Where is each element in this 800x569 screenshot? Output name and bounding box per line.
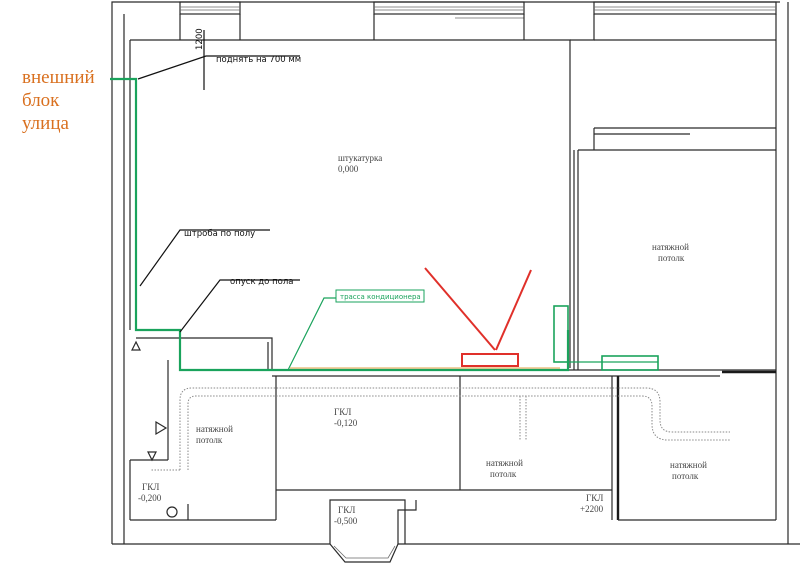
ac-route-label-box (335, 289, 425, 303)
right-top-ceiling-line2: потолк (658, 253, 685, 263)
triangle-marker-2 (155, 420, 168, 436)
window-right (593, 1, 777, 15)
leader-lines (137, 30, 420, 371)
center-ceiling-line1: натяжной (486, 458, 523, 468)
left-ceiling-line2: потолк (196, 435, 223, 445)
window-left (179, 1, 241, 15)
right-bottom-ceiling-line2: потолк (672, 471, 699, 481)
gkl-right-label: ГКЛ (586, 493, 603, 503)
outdoor-unit-label-line1: внешний (22, 67, 95, 88)
ac-route-label: трасса кондиционера (340, 293, 421, 301)
left-ceiling-line1: натяжной (196, 424, 233, 434)
ventilation-duct (150, 387, 730, 471)
raise-label: поднять на 700 мм (216, 55, 301, 65)
triangle-marker-3 (147, 451, 157, 462)
gkl-mid-label: ГКЛ (334, 407, 351, 417)
right-bottom-ceiling-line1: натяжной (670, 460, 707, 470)
gkl-left-label: ГКЛ (142, 482, 159, 492)
indoor-unit-box-2 (601, 355, 659, 371)
center-ceiling-line2: потолк (490, 469, 517, 479)
outdoor-unit-label-line2: блок (22, 90, 60, 111)
outdoor-unit-label-line3: улица (22, 113, 69, 134)
floor-channel-label: штроба по полу (184, 229, 255, 239)
main-room-level: 0,000 (338, 164, 359, 174)
down-to-floor-label: опуск до пола (230, 277, 293, 287)
gkl-right-level: +2200 (580, 504, 604, 514)
gkl-bottom-label: ГКЛ (338, 505, 355, 515)
indoor-unit-box-1 (553, 305, 569, 363)
main-room-finish: штукатурка (338, 153, 382, 163)
gkl-mid-level: -0,120 (334, 418, 358, 428)
gkl-left-level: -0,200 (138, 493, 162, 503)
interior-walls (129, 14, 776, 563)
window-center (373, 1, 525, 19)
dimension-label: 1200 (195, 28, 205, 50)
drain-circle (166, 506, 178, 518)
symbols (131, 340, 189, 520)
ac-route (110, 77, 658, 372)
outer-walls (111, 1, 800, 545)
gkl-bottom-level: -0,500 (334, 516, 358, 526)
indoor-unit-marker (424, 267, 532, 367)
right-top-ceiling-line1: натяжной (652, 242, 689, 252)
triangle-marker-1 (131, 340, 141, 351)
